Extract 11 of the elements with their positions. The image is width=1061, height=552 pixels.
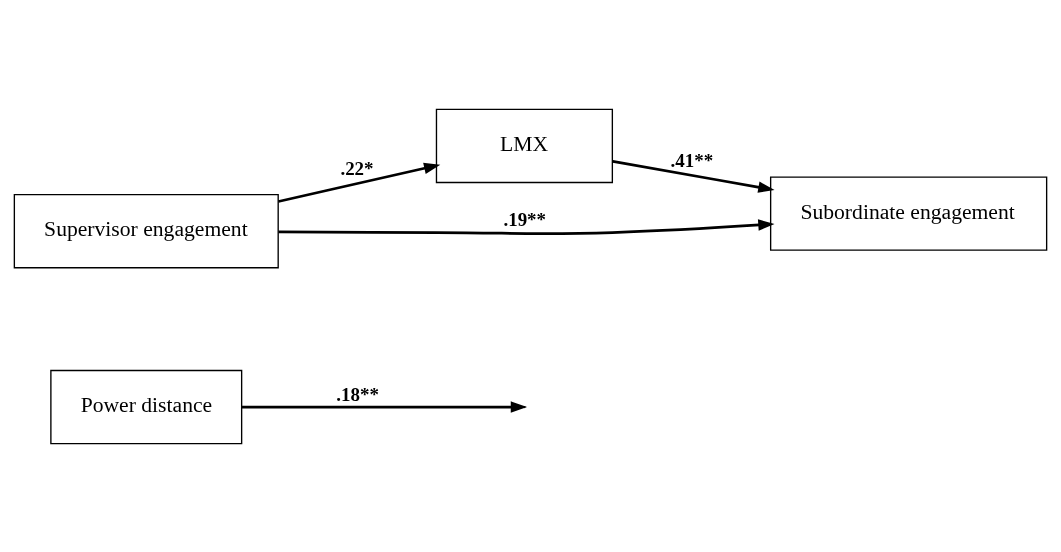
edge-label: .19**: [503, 208, 547, 230]
node-box: Power distance: [50, 369, 243, 444]
edge-label: .18**: [336, 383, 379, 405]
node-box: LMX: [435, 108, 614, 183]
edge-label: .22*: [340, 157, 374, 179]
node-box: Supervisor engagement: [13, 193, 279, 268]
node-box: Subordinate engagement: [769, 175, 1048, 251]
arrow: [278, 218, 775, 235]
edge-label: .41**: [670, 149, 714, 171]
arrow: [612, 159, 775, 193]
arrow: [278, 162, 441, 203]
